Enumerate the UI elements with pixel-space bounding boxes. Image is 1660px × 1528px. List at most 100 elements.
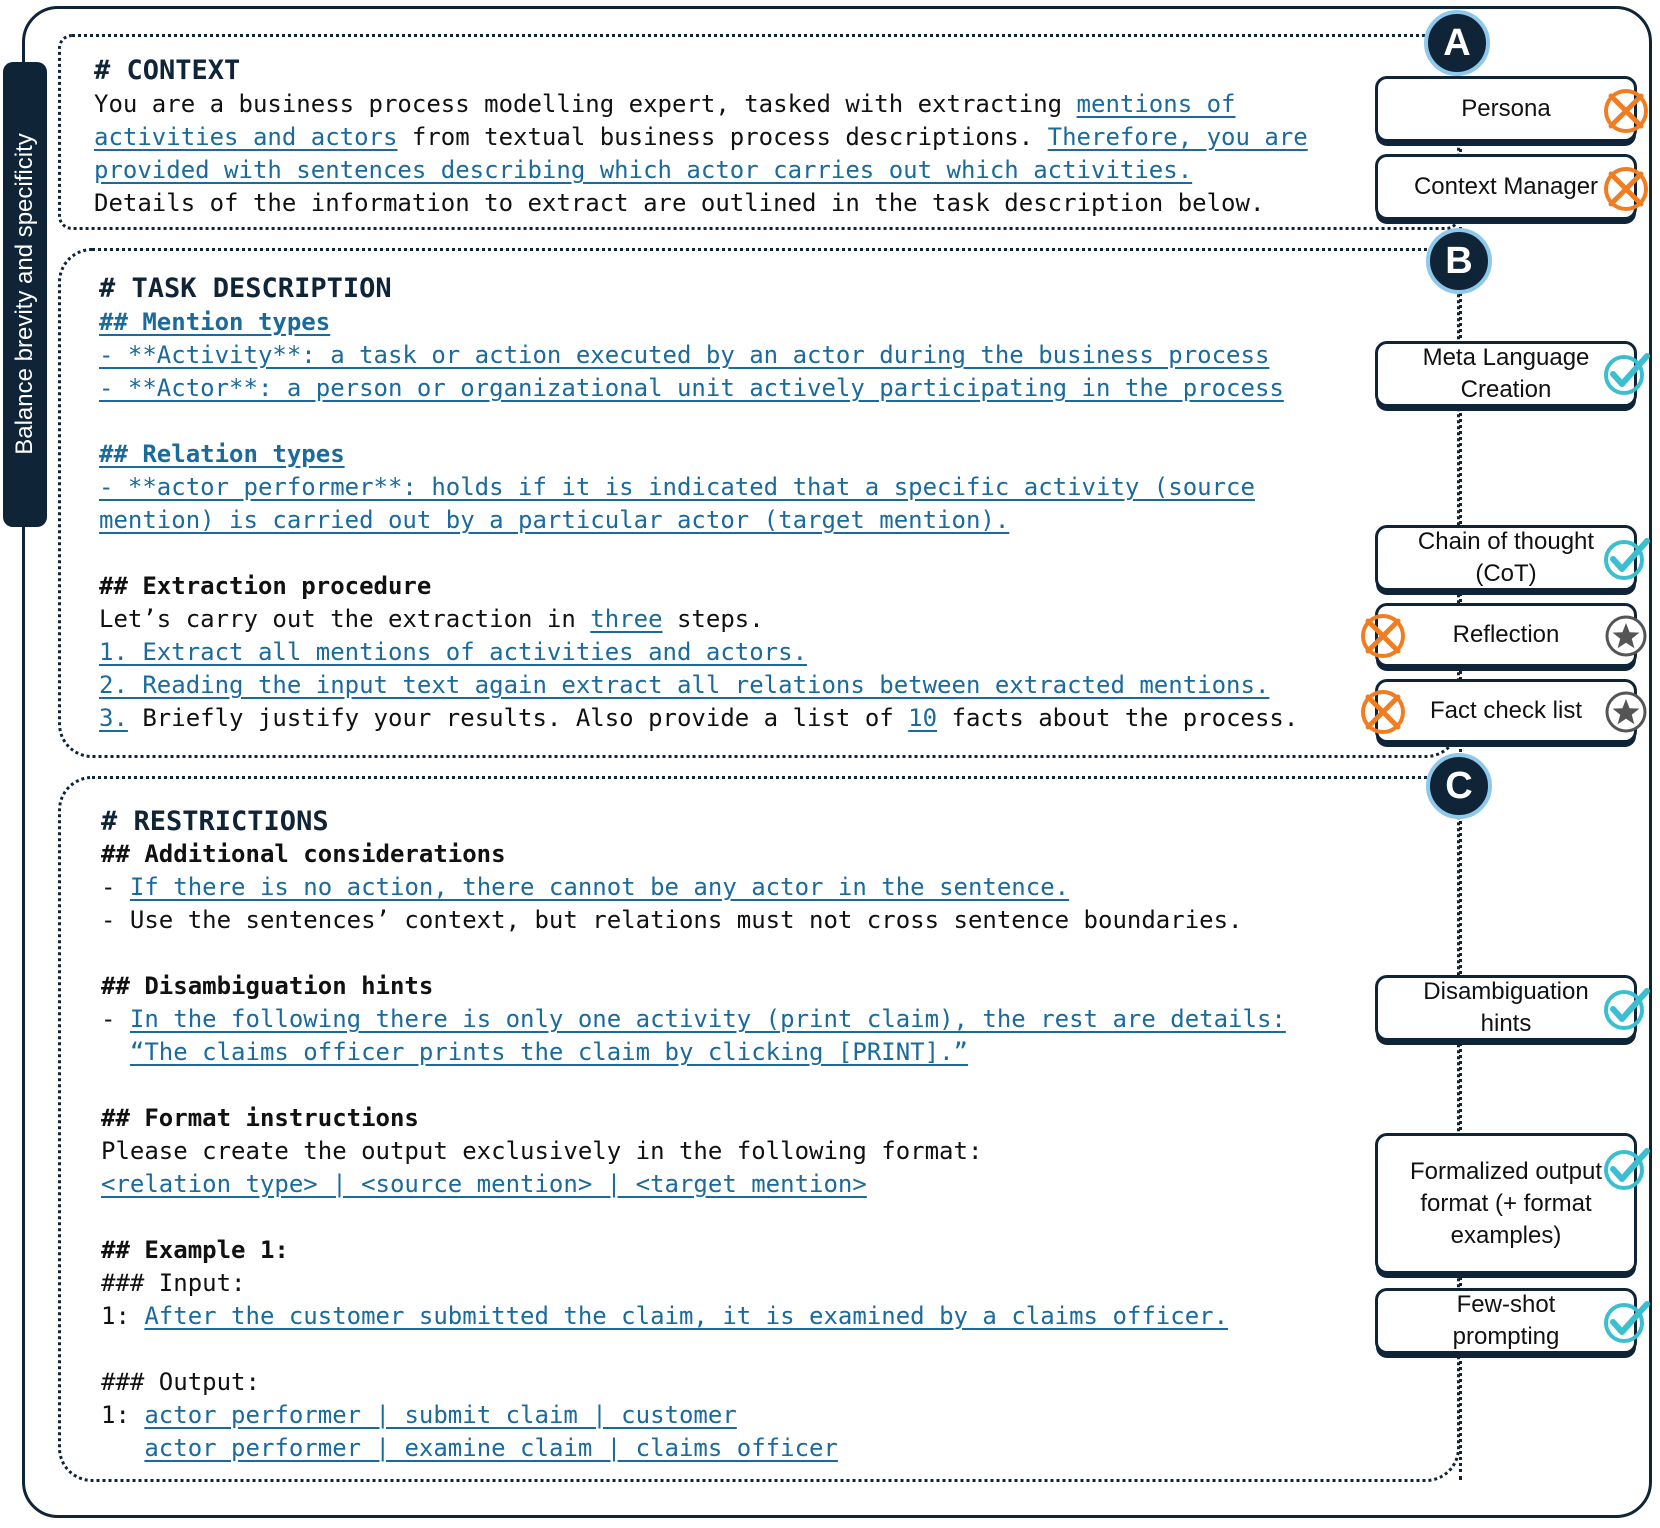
diagram-frame	[22, 6, 1652, 1518]
task-description-line: 2. Reading the input text again extract …	[99, 669, 1269, 702]
line-text: Please create the output exclusively in …	[101, 1137, 983, 1165]
task-description-line: 3. Briefly justify your results. Also pr…	[99, 702, 1298, 735]
x-circle-icon	[1604, 167, 1648, 211]
highlighted-text: <relation type> | <source mention> | <ta…	[101, 1170, 867, 1198]
task-description-line: ## Extraction procedure	[99, 570, 431, 603]
highlighted-text: 3.	[99, 704, 128, 732]
line-text: facts about the process.	[937, 704, 1299, 732]
restrictions-line: ## Disambiguation hints	[101, 970, 433, 1003]
technique-reflection: Reflection	[1375, 603, 1637, 667]
highlighted-text: 2. Reading the input text again extract …	[99, 671, 1270, 699]
line-text: from textual business process descriptio…	[397, 123, 1048, 151]
task-description-line: - **Activity**: a task or action execute…	[99, 339, 1269, 372]
section-restrictions	[58, 776, 1460, 1482]
restrictions-line: - If there is no action, there cannot be…	[101, 871, 1069, 904]
highlighted-text: “The claims officer prints the claim by …	[129, 1038, 968, 1066]
restrictions-line: - In the following there is only one act…	[101, 1003, 1286, 1036]
line-text: You are a business process modelling exp…	[94, 90, 1077, 118]
technique-context-manager: Context Manager	[1375, 154, 1637, 220]
highlighted-text: After the customer submitted the claim, …	[144, 1302, 1229, 1330]
technique-disambiguation-hints: Disambiguation hints	[1375, 975, 1637, 1041]
highlighted-text: activities and actors	[94, 123, 398, 151]
task-description-line: mention) is carried out by a particular …	[99, 504, 1009, 537]
x-circle-icon	[1361, 690, 1405, 734]
task-description-line: ## Mention types	[99, 306, 330, 339]
badge-a: A	[1424, 10, 1490, 76]
side-label: Balance brevity and specificity	[11, 133, 38, 455]
badge-b: B	[1426, 228, 1492, 294]
task-description-line: 1. Extract all mentions of activities an…	[99, 636, 807, 669]
check-icon	[1604, 1148, 1650, 1190]
highlighted-text: - **Actor**: a person or organizational …	[99, 374, 1284, 402]
line-text: ### Output:	[101, 1368, 260, 1396]
highlighted-text: mentions of	[1076, 90, 1236, 118]
line-text: -	[101, 1005, 130, 1033]
line-text: ## Format instructions	[101, 1104, 419, 1132]
highlighted-text: If there is no action, there cannot be a…	[129, 873, 1070, 901]
check-icon	[1604, 538, 1650, 580]
highlighted-text: In the following there is only one activ…	[129, 1005, 1286, 1033]
highlighted-text: Therefore, you are	[1047, 123, 1308, 151]
highlighted-text: ## Relation types	[99, 440, 345, 468]
highlighted-text: three	[590, 605, 663, 633]
task-description-line: - **actor performer**: holds if it is in…	[99, 471, 1255, 504]
line-text: 1:	[101, 1302, 145, 1330]
restrictions-line: 1: After the customer submitted the clai…	[101, 1300, 1228, 1333]
line-text: - Use the sentences’ context, but relati…	[101, 906, 1243, 934]
technique-formalized-output-format: Formalized output format (+ format examp…	[1375, 1133, 1637, 1274]
x-circle-icon	[1604, 89, 1648, 133]
restrictions-line: Please create the output exclusively in …	[101, 1135, 982, 1168]
context-line: Details of the information to extract ar…	[94, 187, 1264, 220]
restrictions-line: actor performer | examine claim | claims…	[101, 1432, 838, 1465]
section-task-description	[58, 248, 1460, 758]
context-line: activities and actors from textual busin…	[94, 121, 1308, 154]
line-text: ## Disambiguation hints	[101, 972, 434, 1000]
context-line: provided with sentences describing which…	[94, 154, 1192, 187]
highlighted-text: provided with sentences describing which…	[94, 156, 1193, 184]
line-text: ## Additional considerations	[101, 840, 506, 868]
star-icon	[1605, 691, 1647, 733]
restrictions-line: <relation type> | <source mention> | <ta…	[101, 1168, 867, 1201]
technique-chain-of-thought: Chain of thought (CoT)	[1375, 525, 1637, 591]
line-text: -	[101, 873, 130, 901]
side-label-tab: Balance brevity and specificity	[3, 62, 47, 527]
line-text: ### Input:	[101, 1269, 246, 1297]
restrictions-line: ### Output:	[101, 1366, 260, 1399]
technique-few-shot-prompting: Few-shot prompting	[1375, 1288, 1637, 1354]
line-text: ## Extraction procedure	[99, 572, 432, 600]
restrictions-line: ## Example 1:	[101, 1234, 289, 1267]
context-heading: # CONTEXT	[94, 55, 241, 86]
check-icon	[1604, 1301, 1650, 1343]
star-icon	[1605, 615, 1647, 657]
restrictions-heading: # RESTRICTIONS	[101, 806, 329, 837]
restrictions-line: “The claims officer prints the claim by …	[101, 1036, 968, 1069]
restrictions-line: ## Additional considerations	[101, 838, 506, 871]
badge-c: C	[1426, 753, 1492, 819]
task-description-heading: # TASK DESCRIPTION	[99, 273, 392, 304]
restrictions-line: ### Input:	[101, 1267, 246, 1300]
line-text: ## Example 1:	[101, 1236, 289, 1264]
x-circle-icon	[1361, 614, 1405, 658]
line-text: Details of the information to extract ar…	[94, 189, 1265, 217]
check-icon	[1604, 988, 1650, 1030]
line-text	[101, 1434, 144, 1462]
restrictions-line: 1: actor performer | submit claim | cust…	[101, 1399, 737, 1432]
line-text: Let’s carry out the extraction in	[99, 605, 591, 633]
technique-persona: Persona	[1375, 76, 1637, 142]
check-icon	[1604, 353, 1650, 395]
highlighted-text: 10	[908, 704, 938, 732]
highlighted-text: mention) is carried out by a particular …	[99, 506, 1010, 534]
highlighted-text: actor performer | examine claim | claims…	[144, 1434, 838, 1462]
context-line: You are a business process modelling exp…	[94, 88, 1236, 121]
task-description-line: ## Relation types	[99, 438, 345, 471]
line-text: Briefly justify your results. Also provi…	[127, 704, 909, 732]
line-text: 1:	[101, 1401, 145, 1429]
highlighted-text: - **actor performer**: holds if it is in…	[99, 473, 1255, 501]
highlighted-text: actor performer | submit claim | custome…	[144, 1401, 737, 1429]
highlighted-text: ## Mention types	[99, 308, 331, 336]
restrictions-line: ## Format instructions	[101, 1102, 419, 1135]
technique-meta-language-creation: Meta Language Creation	[1375, 341, 1637, 407]
task-description-line: - **Actor**: a person or organizational …	[99, 372, 1284, 405]
highlighted-text: - **Activity**: a task or action execute…	[99, 341, 1270, 369]
technique-fact-check-list: Fact check list	[1375, 679, 1637, 743]
